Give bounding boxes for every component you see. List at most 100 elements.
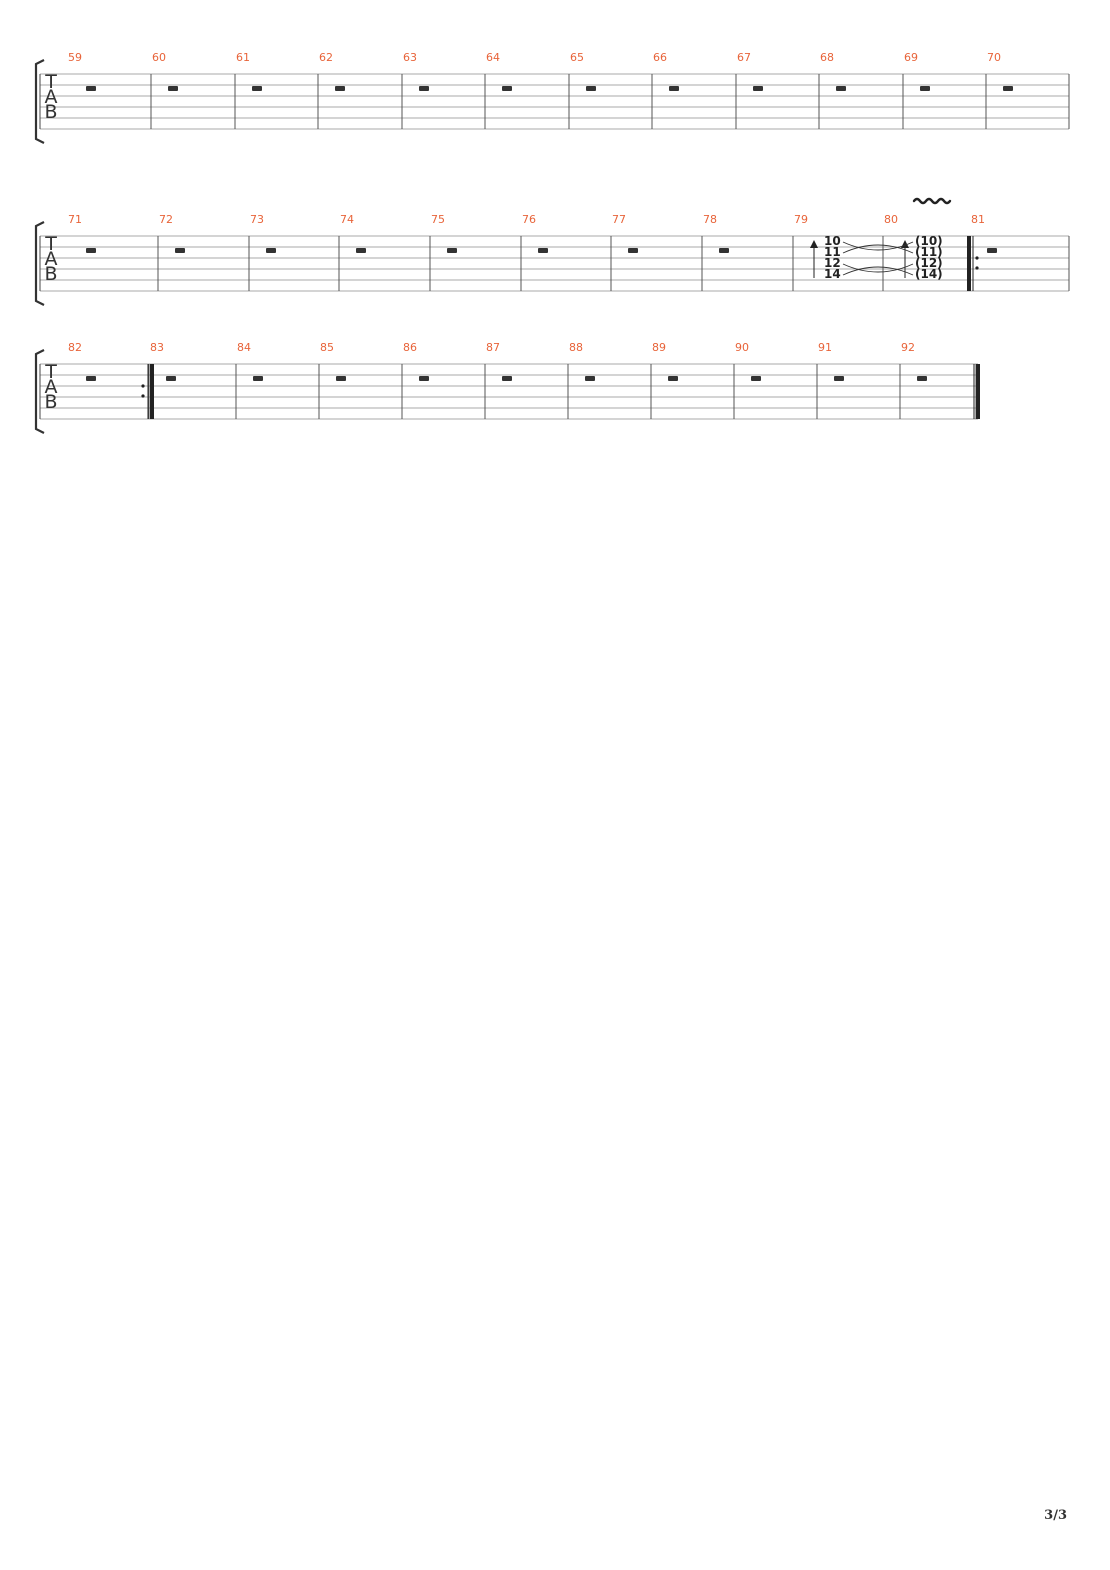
measure-number: 74 (340, 213, 354, 226)
page-number: 3/3 (1044, 1508, 1067, 1523)
system-bracket (34, 221, 45, 306)
fret-number-tied: (10) (915, 234, 943, 248)
rest-mark (668, 376, 678, 381)
tab-clef-letter: T (44, 361, 57, 383)
measure-number: 83 (150, 341, 164, 354)
measure-number: 72 (159, 213, 173, 226)
measure-number: 81 (971, 213, 985, 226)
rest-mark (751, 376, 761, 381)
repeat-dot (141, 394, 145, 398)
measure-number: 75 (431, 213, 445, 226)
rest-mark (586, 86, 596, 91)
measure-number: 84 (237, 341, 251, 354)
tab-clef-letter: A (45, 376, 58, 398)
fret-number-tied: (11) (915, 245, 943, 259)
tab-clef-letter: A (45, 248, 58, 270)
measure-number: 59 (68, 51, 82, 64)
system-bracket (34, 349, 45, 434)
rest-mark (175, 248, 185, 253)
repeat-dot (975, 256, 979, 260)
system-bracket (34, 59, 45, 144)
rest-mark (336, 376, 346, 381)
final-heavy-bar (976, 364, 980, 419)
rest-mark (252, 86, 262, 91)
rest-mark (419, 86, 429, 91)
repeat-dot (975, 266, 979, 270)
rest-mark (447, 248, 457, 253)
repeat-dot (141, 384, 145, 388)
measure-number: 63 (403, 51, 417, 64)
measure-number: 71 (68, 213, 82, 226)
tab-clef-letter: B (44, 391, 57, 413)
measure-number: 73 (250, 213, 264, 226)
measure-number: 66 (653, 51, 667, 64)
rest-mark (538, 248, 548, 253)
rest-mark (920, 86, 930, 91)
rest-mark (753, 86, 763, 91)
rest-mark (628, 248, 638, 253)
rest-mark (253, 376, 263, 381)
measure-number: 79 (794, 213, 808, 226)
fret-number-tied: (14) (915, 267, 943, 281)
rest-mark (266, 248, 276, 253)
measure-number: 78 (703, 213, 717, 226)
rest-mark (987, 248, 997, 253)
rest-mark (585, 376, 595, 381)
measure-number: 87 (486, 341, 500, 354)
fret-number: 12 (824, 256, 841, 270)
rest-mark (836, 86, 846, 91)
measure-number: 67 (737, 51, 751, 64)
measure-number: 91 (818, 341, 832, 354)
measure-number: 85 (320, 341, 334, 354)
measure-number: 65 (570, 51, 584, 64)
vibrato-wave (912, 197, 952, 205)
rest-mark (502, 376, 512, 381)
measure-number: 61 (236, 51, 250, 64)
rest-mark (86, 376, 96, 381)
measure-number: 89 (652, 341, 666, 354)
measure-number: 64 (486, 51, 500, 64)
fret-number: 10 (824, 234, 841, 248)
rest-mark (86, 248, 96, 253)
tie-curve (842, 263, 914, 273)
rest-mark (502, 86, 512, 91)
fret-number-tied: (12) (915, 256, 943, 270)
measure-number: 80 (884, 213, 898, 226)
rest-mark (86, 86, 96, 91)
tie-curve (842, 241, 914, 251)
measure-number: 90 (735, 341, 749, 354)
tab-clef-letter: T (44, 233, 57, 255)
rest-mark (166, 376, 176, 381)
measure-number: 82 (68, 341, 82, 354)
rest-mark (669, 86, 679, 91)
tie-curve (842, 244, 914, 254)
measure-number: 68 (820, 51, 834, 64)
tab-clef-letter: B (44, 263, 57, 285)
rest-mark (917, 376, 927, 381)
measure-number: 69 (904, 51, 918, 64)
tab-clef-letter: T (44, 71, 57, 93)
measure-number: 76 (522, 213, 536, 226)
measure-number: 70 (987, 51, 1001, 64)
repeat-end-heavy-bar (150, 364, 154, 419)
fret-number: 11 (824, 245, 841, 259)
measure-number: 86 (403, 341, 417, 354)
tie-curve (842, 266, 914, 276)
rest-mark (1003, 86, 1013, 91)
tab-clef-letter: A (45, 86, 58, 108)
rest-mark (356, 248, 366, 253)
measure-number: 60 (152, 51, 166, 64)
measure-number: 92 (901, 341, 915, 354)
rest-mark (719, 248, 729, 253)
rest-mark (335, 86, 345, 91)
arpeggio-up-arrow (810, 240, 818, 248)
rest-mark (168, 86, 178, 91)
tab-clef-letter: B (44, 101, 57, 123)
rest-mark (834, 376, 844, 381)
measure-number: 62 (319, 51, 333, 64)
rest-mark (419, 376, 429, 381)
measure-number: 77 (612, 213, 626, 226)
measure-number: 88 (569, 341, 583, 354)
fret-number: 14 (824, 267, 841, 281)
